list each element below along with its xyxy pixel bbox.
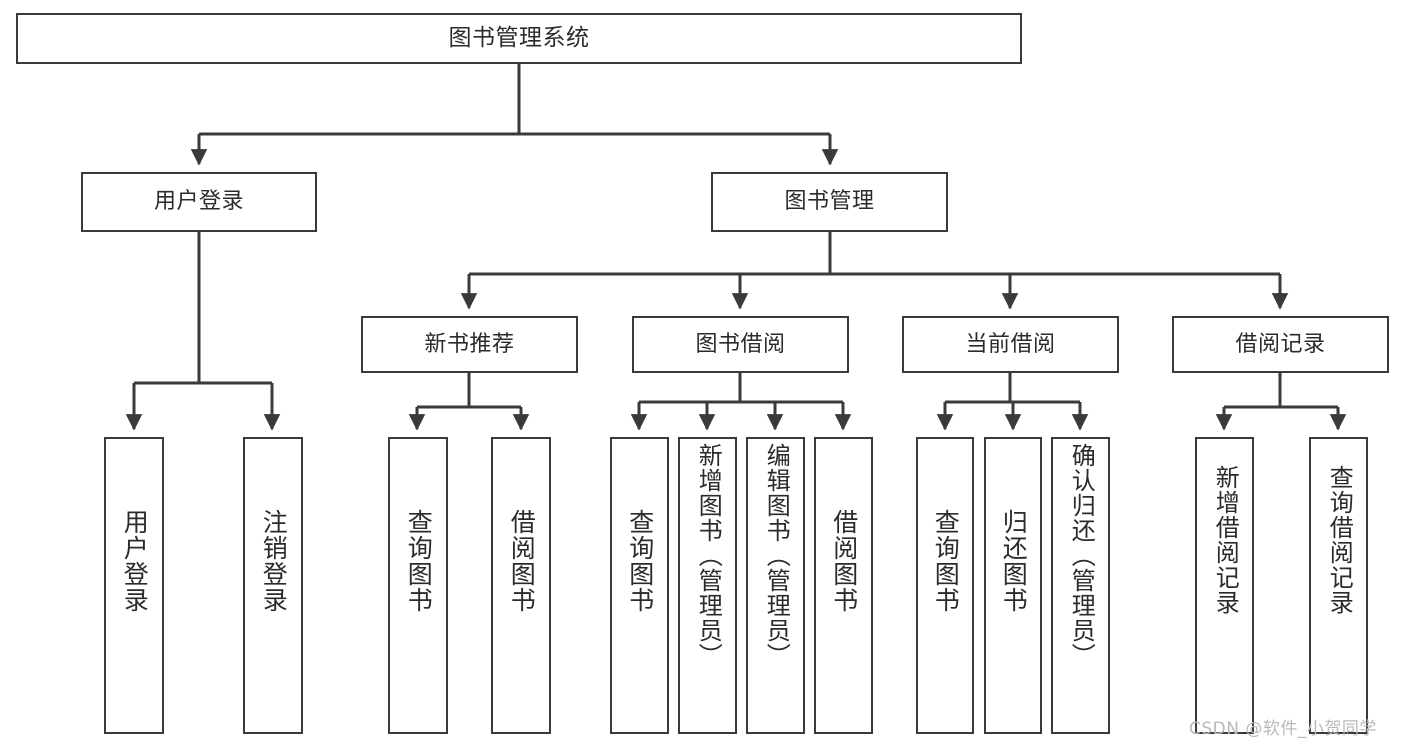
node-book-borrow[interactable]: 图书借阅: [632, 316, 849, 373]
node-label: 当前借阅: [965, 331, 1056, 357]
leaf-query-book-recommend[interactable]: 查询图书: [388, 437, 448, 734]
node-label: 查询借阅记录: [1325, 465, 1354, 615]
leaf-edit-book-admin[interactable]: 编辑图书（管理员）: [746, 437, 805, 734]
leaf-logout[interactable]: 注销登录: [243, 437, 303, 734]
node-label: 新增借阅记录: [1211, 465, 1240, 615]
leaf-query-book-current[interactable]: 查询图书: [916, 437, 974, 734]
node-label: 查询图书: [931, 509, 961, 613]
node-label: 确认归还（管理员）: [1067, 443, 1096, 668]
node-label: 编辑图书（管理员）: [762, 443, 791, 668]
node-label: 借阅图书: [507, 509, 537, 613]
node-label: 图书借阅: [695, 331, 786, 357]
leaf-user-login[interactable]: 用户登录: [104, 437, 164, 734]
node-book-management[interactable]: 图书管理: [711, 172, 948, 232]
node-label: 图书管理系统: [448, 24, 590, 51]
leaf-borrow-book-recommend[interactable]: 借阅图书: [491, 437, 551, 734]
node-label: 注销登录: [259, 509, 289, 613]
watermark-text: CSDN @软件_小贺同学: [1189, 719, 1377, 739]
node-root-system[interactable]: 图书管理系统: [16, 13, 1022, 64]
node-new-book-recommend[interactable]: 新书推荐: [361, 316, 578, 373]
node-label: 用户登录: [153, 189, 244, 215]
node-label: 新增图书（管理员）: [694, 443, 723, 668]
leaf-confirm-return-admin[interactable]: 确认归还（管理员）: [1051, 437, 1110, 734]
node-label: 查询图书: [625, 509, 655, 613]
leaf-borrow-book[interactable]: 借阅图书: [814, 437, 873, 734]
node-current-borrow[interactable]: 当前借阅: [902, 316, 1119, 373]
node-user-login[interactable]: 用户登录: [81, 172, 317, 232]
node-label: 图书管理: [784, 189, 875, 215]
leaf-add-book-admin[interactable]: 新增图书（管理员）: [678, 437, 737, 734]
node-label: 借阅记录: [1235, 331, 1326, 357]
leaf-query-borrow-record[interactable]: 查询借阅记录: [1309, 437, 1368, 734]
node-label: 查询图书: [404, 509, 434, 613]
leaf-query-book-borrow[interactable]: 查询图书: [610, 437, 669, 734]
node-borrow-record[interactable]: 借阅记录: [1172, 316, 1389, 373]
leaf-return-book[interactable]: 归还图书: [984, 437, 1042, 734]
node-label: 新书推荐: [424, 331, 515, 357]
node-label: 用户登录: [120, 509, 150, 613]
node-label: 归还图书: [999, 509, 1029, 613]
node-label: 借阅图书: [829, 509, 859, 613]
csdn-watermark: CSDN @软件_小贺同学: [1189, 714, 1377, 739]
leaf-add-borrow-record[interactable]: 新增借阅记录: [1195, 437, 1254, 734]
